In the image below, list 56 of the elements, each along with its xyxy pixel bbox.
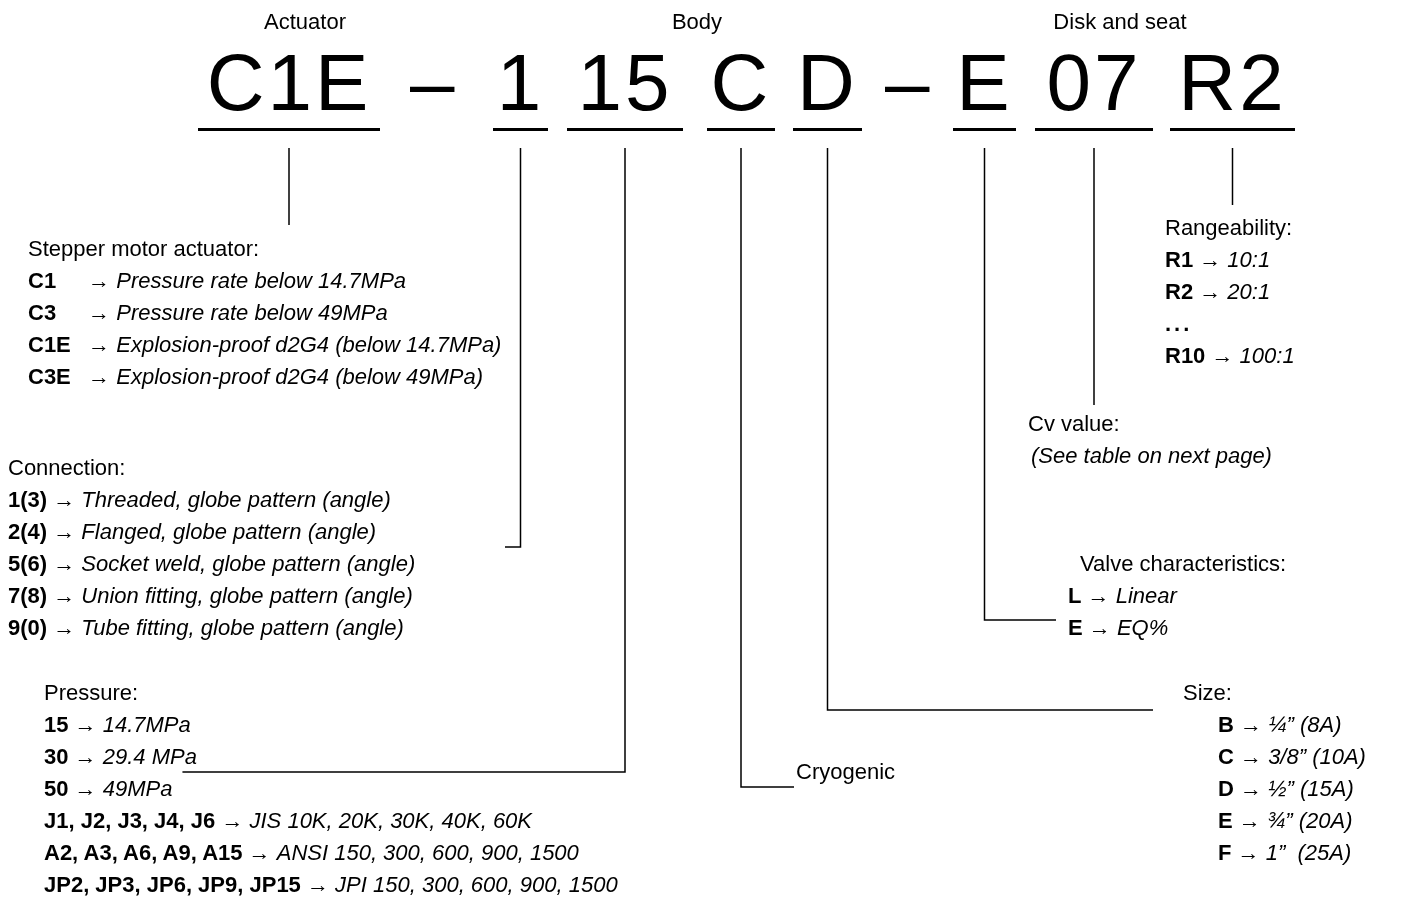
option-line: C1 → Pressure rate below 14.7MPa (28, 267, 407, 295)
section-heading: Actuator (264, 8, 346, 36)
group-heading: Connection: (8, 454, 126, 482)
underlined-code-segment: C (707, 37, 775, 131)
option-line: D → ½” (15A) (1218, 775, 1354, 803)
underlined-code-segment: D (793, 37, 862, 131)
underlined-code-segment: 07 (1035, 37, 1153, 131)
group-heading: Size: (1183, 679, 1232, 707)
section-heading: Body (671, 8, 723, 36)
underlined-code-segment: R2 (1170, 37, 1295, 131)
leader-line (504, 147, 522, 548)
option-line: 5(6) → Socket weld, globe pattern (angle) (8, 550, 416, 578)
group-heading: Rangeability: (1165, 214, 1293, 242)
underlined-code-segment: E (953, 37, 1016, 131)
option-line: R1 → 10:1 (1165, 246, 1271, 274)
option-line: 9(0) → Tube fitting, globe pattern (angle) (8, 614, 404, 642)
option-line: L → Linear (1068, 582, 1177, 610)
underlined-code-segment: 1 (493, 37, 548, 131)
option-line: E → ¾” (20A) (1218, 807, 1353, 835)
group-heading: Pressure: (44, 679, 139, 707)
separator-dash: – (885, 37, 930, 128)
option-line: (See table on next page) (1031, 442, 1272, 470)
option-line: 50 → 49MPa (44, 775, 173, 803)
group-heading: Stepper motor actuator: (28, 235, 260, 263)
leader-line (983, 147, 1057, 621)
option-line: 7(8) → Union fitting, globe pattern (angle) (8, 582, 413, 610)
option-line: 15 → 14.7MPa (44, 711, 191, 739)
option-line: R2 → 20:1 (1165, 278, 1271, 306)
option-line: C → 3/8” (10A) (1218, 743, 1366, 771)
option-line: 2(4) → Flanged, globe pattern (angle) (8, 518, 377, 546)
underlined-code-segment: 15 (567, 37, 683, 131)
option-line: 30 → 29.4 MPa (44, 743, 197, 771)
leader-line (826, 147, 1154, 711)
section-heading: Disk and seat (1053, 8, 1187, 36)
leader-line (288, 147, 290, 226)
option-line: C3E → Explosion-proof d2G4 (below 49MPa) (28, 363, 484, 391)
option-line: C3 → Pressure rate below 49MPa (28, 299, 388, 327)
option-line: E → EQ% (1068, 614, 1169, 642)
leader-line (181, 147, 626, 773)
leader-line (1093, 147, 1095, 406)
option-line: C1E → Explosion-proof d2G4 (below 14.7MPa) (28, 331, 502, 359)
option-line: J1, J2, J3, J4, J6 → JIS 10K, 20K, 30K, 40K, 60K (44, 807, 533, 835)
separator-dash: – (410, 37, 455, 128)
option-line: 1(3) → Threaded, globe pattern (angle) (8, 486, 391, 514)
option-line: A2, A3, A6, A9, A15 → ANSI 150, 300, 600, 900, 1500 (44, 839, 579, 867)
option-line: F → 1” (25A) (1218, 839, 1352, 867)
ellipsis: ... (1165, 310, 1193, 338)
option-line: R10 → 100:1 (1165, 342, 1295, 370)
option-line: B → ¼” (8A) (1218, 711, 1342, 739)
leader-line (740, 147, 795, 788)
description-text: Cryogenic (796, 756, 906, 788)
leader-line (1231, 147, 1234, 206)
underlined-code-segment: C1E (198, 37, 380, 131)
group-heading: Cv value: (1028, 410, 1120, 438)
option-line: JP2, JP3, JP6, JP9, JP15 → JPI 150, 300, 600, 900, 1500 (44, 871, 618, 899)
group-heading: Valve characteristics: (1080, 550, 1287, 578)
